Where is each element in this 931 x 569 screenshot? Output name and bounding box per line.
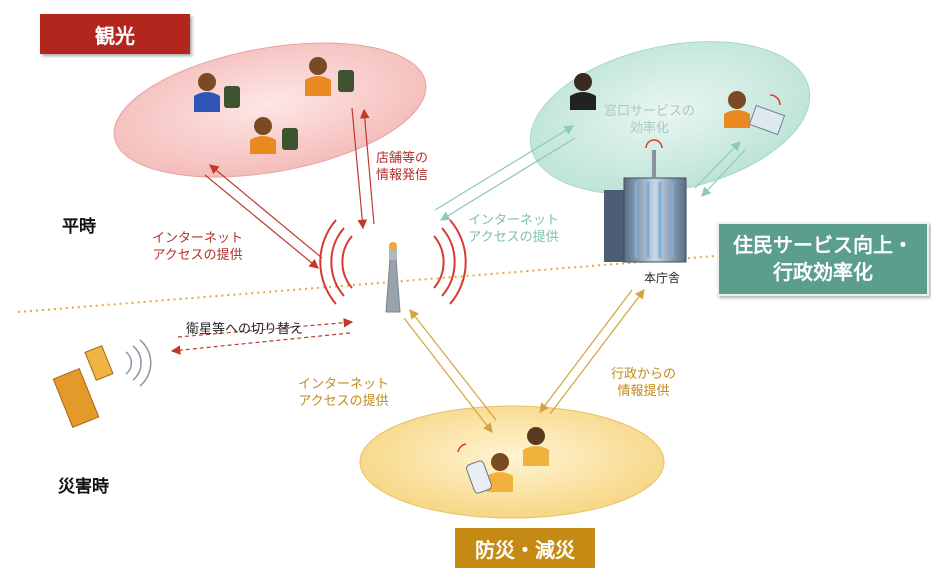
internet-line2: アクセスの提供 <box>152 248 243 263</box>
internet-access-label-disaster: インターネット アクセスの提供 <box>298 376 389 410</box>
tourist-icon <box>194 73 240 112</box>
phase-normal-label: 平時 <box>62 217 96 237</box>
internet-line2: アクセスの提供 <box>298 394 389 409</box>
store-info-line2: 情報発信 <box>376 168 429 183</box>
phase-disaster-label: 災害時 <box>58 477 109 497</box>
internet-access-label-tourism: インターネット アクセスの提供 <box>152 230 243 264</box>
tourism-tag: 観光 <box>40 14 190 54</box>
disaster-tag-label: 防災・減災 <box>475 537 575 562</box>
window-service-line2: 効率化 <box>630 121 670 136</box>
internet-line1: インターネット <box>298 377 390 392</box>
internet-access-label-admin: インターネット アクセスの提供 <box>468 212 559 246</box>
window-service-line1: 窓口サービスの <box>604 104 696 119</box>
store-info-line1: 店舗等の <box>376 151 429 166</box>
satellite-icon <box>52 339 152 429</box>
resident-icon <box>523 427 549 466</box>
window-service-label: 窓口サービスの 効率化 <box>604 103 695 137</box>
internet-line2: アクセスの提供 <box>468 230 559 245</box>
disaster-tag: 防災・減災 <box>455 528 595 568</box>
tourist-icon <box>305 57 354 96</box>
internet-line1: インターネット <box>468 213 560 228</box>
satellite-switch-label: 衛星等への切り替え <box>186 322 304 337</box>
gov-info-line1: 行政からの <box>611 367 677 382</box>
admin-tag: 住民サービス向上・ 行政効率化 <box>717 222 929 296</box>
tourist-icon <box>250 117 298 154</box>
phase-boundary-line <box>17 255 716 313</box>
disaster-area <box>359 405 665 519</box>
city-hall-label: 本庁舎 <box>644 271 681 285</box>
gov-info-line2: 情報提供 <box>617 384 670 399</box>
internet-line1: インターネット <box>152 231 244 246</box>
staff-with-tablet-icon <box>724 91 786 136</box>
antenna-tower-icon <box>319 219 467 313</box>
admin-tag-line2: 行政効率化 <box>773 260 873 284</box>
staff-icon <box>570 73 596 110</box>
admin-tag-line1: 住民サービス向上・ <box>733 233 913 257</box>
tourism-tag-label: 観光 <box>95 23 135 48</box>
store-info-label: 店舗等の 情報発信 <box>376 150 428 184</box>
city-hall-building-icon <box>604 139 687 263</box>
gov-info-label: 行政からの 情報提供 <box>611 366 676 400</box>
resident-with-phone-icon <box>457 443 513 494</box>
